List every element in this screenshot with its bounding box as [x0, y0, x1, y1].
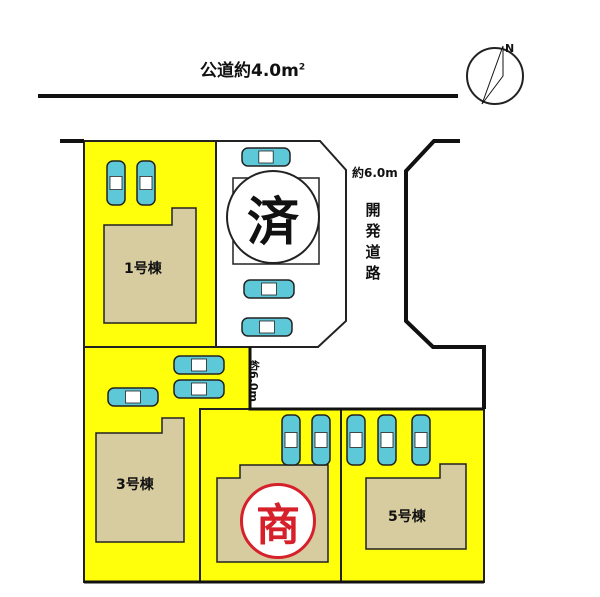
car-icon — [107, 387, 159, 407]
parking-cars — [106, 147, 431, 466]
lot-1-building — [103, 207, 197, 324]
car-icon — [173, 355, 225, 375]
dev-road-width-label: 約6.0m — [352, 166, 398, 180]
lane-width-label: 約6.0m — [247, 360, 260, 402]
car-icon — [241, 317, 293, 337]
car-icon — [173, 379, 225, 399]
development-road-label: 開発道路 — [365, 201, 381, 282]
compass-n-label: N — [505, 42, 514, 55]
lot-3-label: 3号棟 — [116, 477, 154, 493]
lot-1-label: 1号棟 — [124, 261, 162, 277]
car-icon — [136, 160, 156, 206]
lot-3-building — [95, 417, 185, 543]
car-icon — [346, 414, 366, 466]
public-road-label: 公道約4.0m2 — [200, 61, 306, 81]
lot-5-building — [365, 463, 467, 550]
car-icon — [311, 414, 331, 466]
car-icon — [281, 414, 301, 466]
commercial-badge: 商 — [240, 483, 316, 559]
lane-edge — [248, 347, 484, 411]
sold-badge: 済 — [226, 170, 320, 264]
car-icon — [243, 279, 295, 299]
car-icon — [106, 160, 126, 206]
car-icon — [411, 414, 431, 466]
road-edge-right — [404, 139, 486, 409]
lot-5-label: 5号棟 — [388, 509, 426, 525]
car-icon — [377, 414, 397, 466]
car-icon — [241, 147, 291, 167]
north-compass: N — [466, 42, 524, 105]
